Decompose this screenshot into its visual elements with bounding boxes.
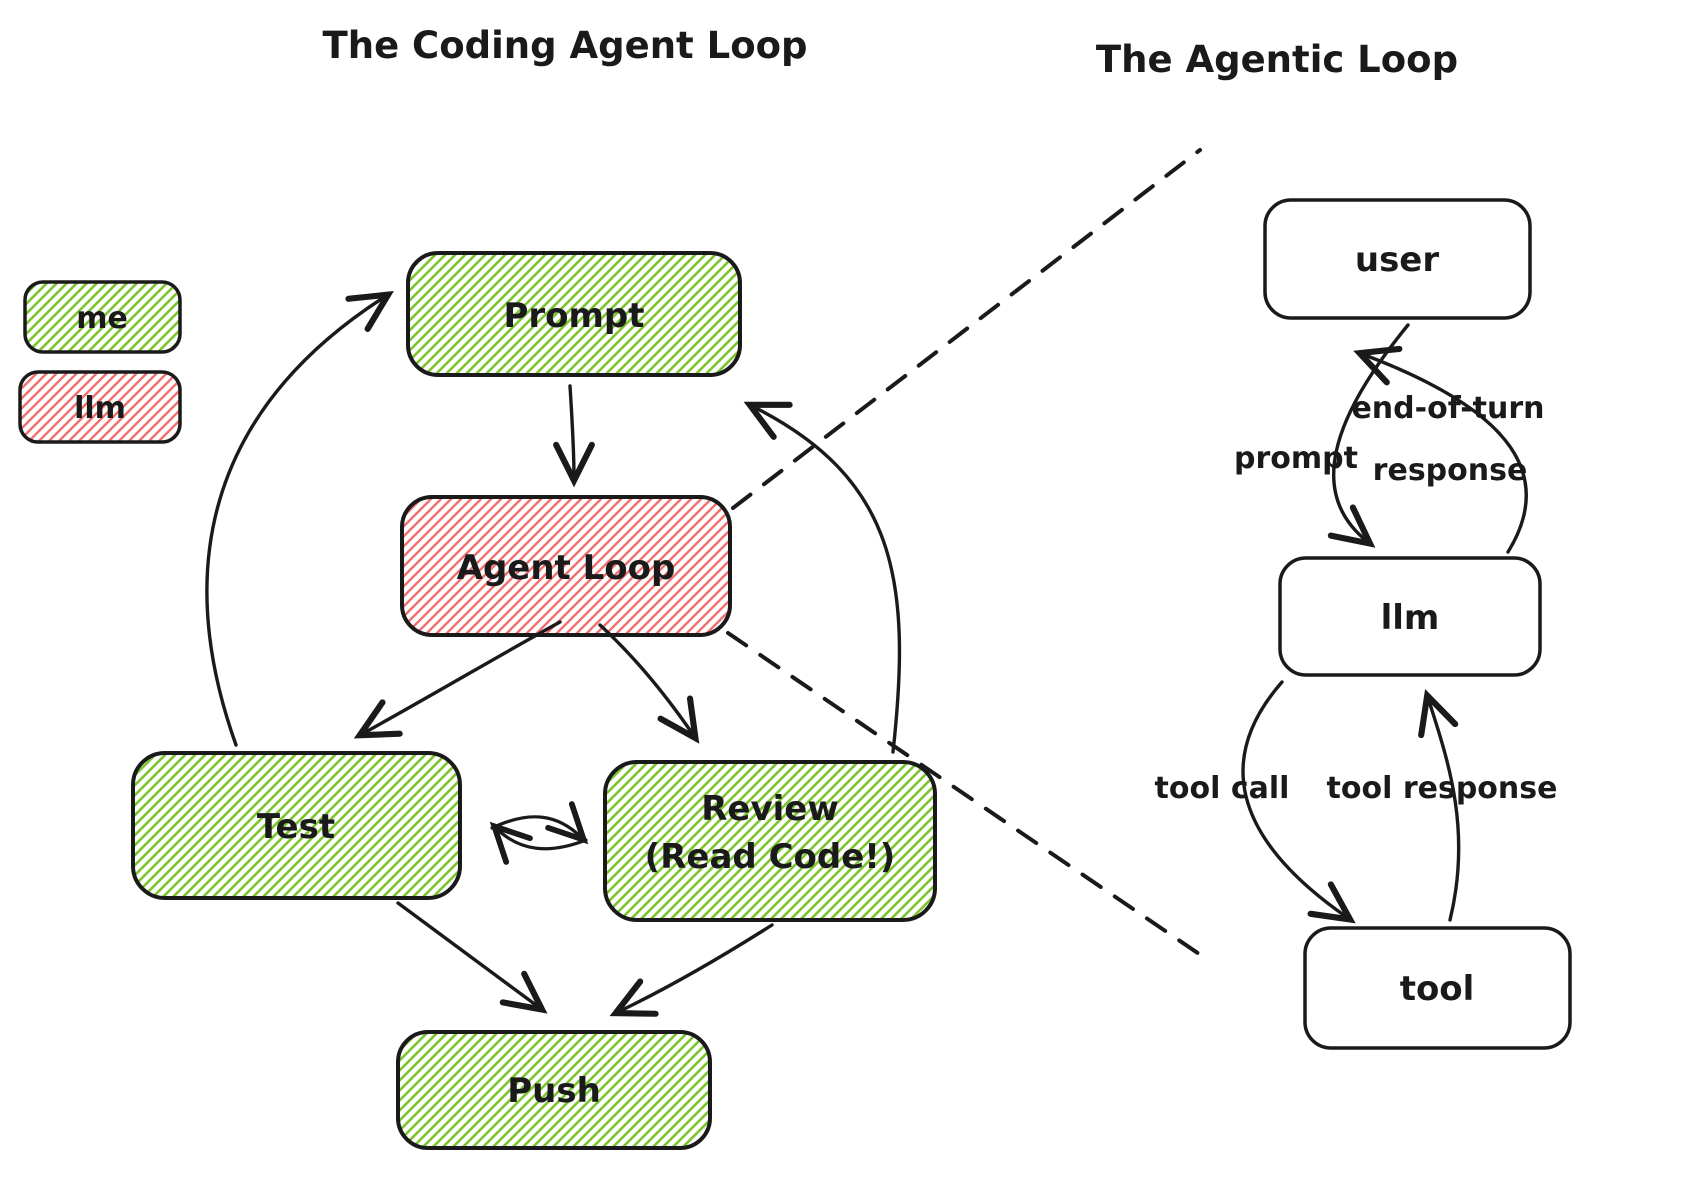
node-tool: tool — [1303, 926, 1572, 1050]
arrow-review-to-push — [609, 923, 774, 1017]
node-test: Test — [131, 751, 462, 900]
dashed-connector-bottom — [726, 631, 1207, 960]
node-push-label: Push — [507, 1071, 601, 1111]
arrow-test-review-bidirectional — [489, 801, 589, 865]
node-agent-loop: Agent Loop — [400, 495, 732, 637]
legend-llm-label: llm — [74, 391, 126, 426]
dashed-connector-top — [731, 148, 1202, 510]
edge-label-end-of-turn: end-of-turn response — [1351, 391, 1544, 488]
node-test-label: Test — [257, 807, 335, 847]
edge-label-end-of-turn-line1: end-of-turn — [1351, 391, 1544, 426]
arrow-tool-to-llm — [1418, 689, 1461, 922]
node-prompt-label: Prompt — [503, 296, 644, 336]
edge-label-tool-response: tool response — [1327, 771, 1558, 806]
arrow-agent-loop-to-test — [353, 620, 562, 739]
edge-label-prompt: prompt — [1234, 441, 1358, 476]
edge-label-end-of-turn-line2: response — [1373, 453, 1528, 488]
node-llm-label: llm — [1381, 598, 1440, 638]
node-review-label-line2: (Read Code!) — [645, 837, 896, 877]
node-user: user — [1263, 198, 1532, 320]
title-coding-agent-loop: The Coding Agent Loop — [322, 24, 807, 67]
node-push: Push — [396, 1030, 712, 1150]
arrow-review-to-prompt — [743, 401, 902, 754]
arrow-agent-loop-to-review — [598, 623, 700, 744]
node-tool-label: tool — [1400, 969, 1475, 1009]
arrow-test-to-prompt — [205, 290, 394, 747]
node-user-label: user — [1355, 240, 1440, 280]
node-agent-loop-label: Agent Loop — [457, 548, 676, 588]
edge-label-tool-call: tool call — [1155, 771, 1290, 806]
arrow-llm-to-user — [1353, 345, 1528, 554]
legend-llm-box: llm — [18, 370, 182, 444]
node-review-label-line1: Review — [701, 789, 839, 829]
node-review: Review (Read Code!) — [603, 760, 937, 922]
arrow-llm-to-tool — [1241, 680, 1356, 924]
legend-me-label: me — [76, 301, 128, 336]
arrow-prompt-to-agent-loop — [553, 384, 595, 488]
title-agentic-loop: The Agentic Loop — [1096, 38, 1458, 81]
node-llm: llm — [1278, 556, 1542, 677]
arrow-test-to-push — [396, 901, 548, 1014]
legend-me-box: me — [23, 280, 182, 354]
node-prompt: Prompt — [406, 251, 742, 377]
